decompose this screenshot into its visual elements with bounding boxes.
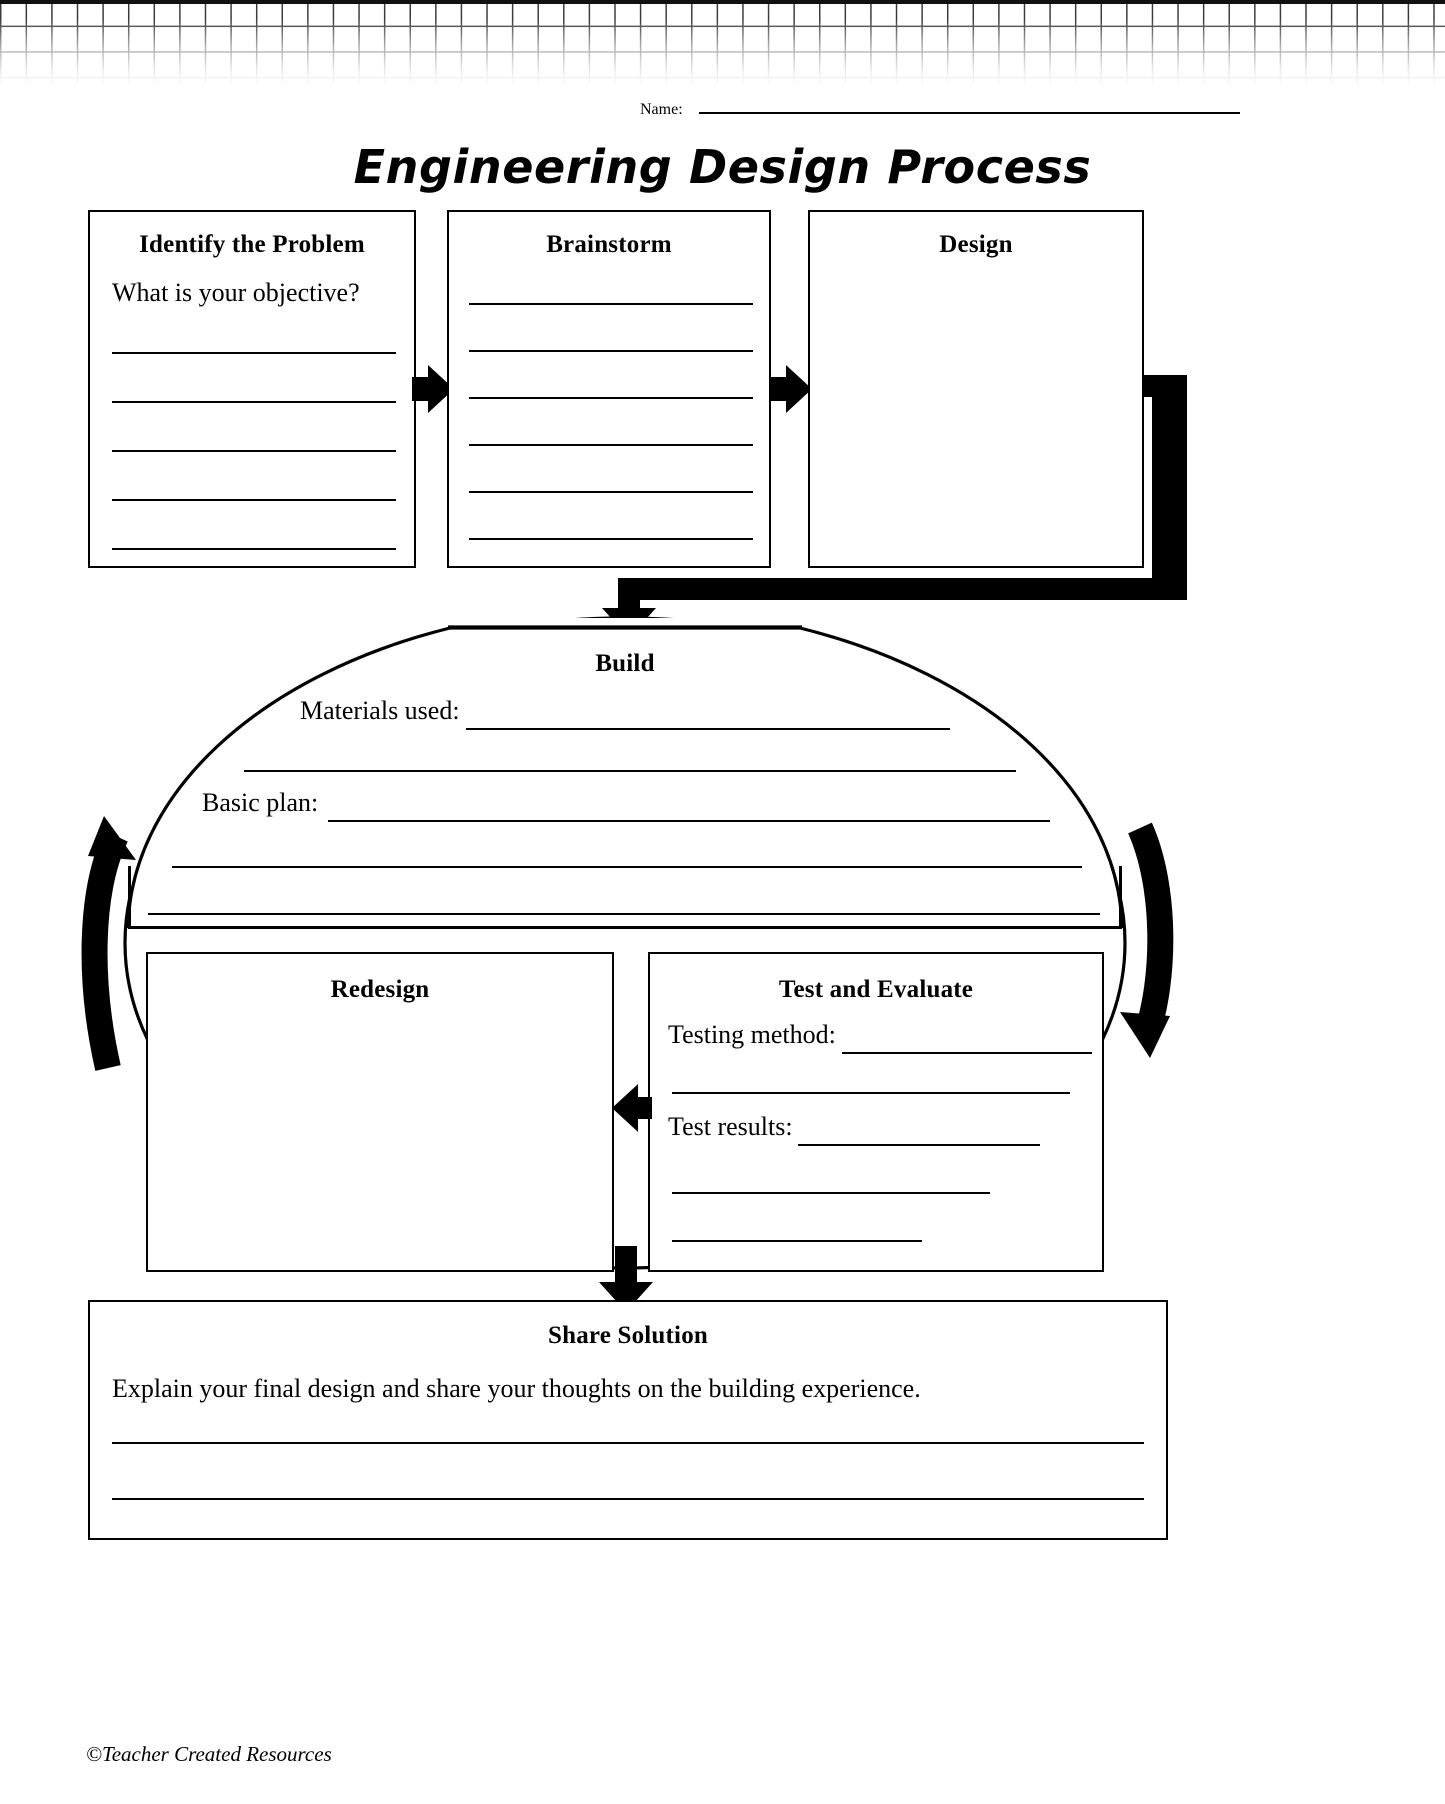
arrow-design-to-build-segment-left [618,578,1187,600]
grid-paper-band [0,0,1445,86]
test-results-label: Test results: [668,1112,793,1141]
build-panel-bottom-edge [128,926,1122,929]
redesign-title: Redesign [330,976,430,1003]
brainstorm-line[interactable] [469,350,753,352]
grid-top-rule [0,0,1445,4]
brainstorm-box: Brainstorm [447,210,771,568]
share-solution-box: Share Solution Explain your final design… [88,1300,1168,1540]
page-title: Engineering Design Process [353,140,1092,194]
brainstorm-line[interactable] [469,538,753,540]
arrow-to-share-shaft [615,1246,637,1288]
test-line[interactable] [672,1240,922,1242]
identify-line[interactable] [112,450,396,452]
test-line[interactable] [672,1192,990,1194]
identify-problem-box: Identify the Problem What is your object… [88,210,416,568]
brainstorm-line[interactable] [469,444,753,446]
build-box: Build Materials used: Basic plan: [128,628,1122,928]
name-label: Name: [640,101,683,118]
share-solution-prompt: Explain your final design and share your… [112,1374,921,1403]
build-panel-right-edge [1119,866,1122,928]
build-panel-left-edge [128,866,131,928]
identify-line[interactable] [112,548,396,550]
build-materials-label: Materials used: [300,696,460,725]
arrow-build-to-test-curved [1120,822,1174,1058]
test-results-line[interactable] [798,1144,1040,1146]
build-line[interactable] [172,866,1082,868]
testing-method-label: Testing method: [668,1020,836,1049]
build-materials-line[interactable] [466,728,950,730]
share-solution-line[interactable] [112,1442,1144,1444]
brainstorm-line[interactable] [469,397,753,399]
build-basic-plan-label: Basic plan: [202,788,319,817]
arrow-design-to-build-stem [618,578,640,615]
name-input-line[interactable] [698,92,1240,114]
testing-method-line[interactable] [842,1052,1092,1054]
arrow-design-to-build-segment-down [1152,375,1187,600]
brainstorm-title: Brainstorm [546,231,672,258]
identify-line[interactable] [112,352,396,354]
build-title: Build [595,650,655,677]
arrow-brainstorm-to-design-head [786,365,812,413]
test-evaluate-box: Test and Evaluate Testing method: Test r… [648,952,1104,1272]
design-title: Design [939,231,1013,258]
brainstorm-line[interactable] [469,303,753,305]
identify-problem-prompt: What is your objective? [112,278,360,307]
design-box[interactable]: Design [808,210,1144,568]
brainstorm-line[interactable] [469,491,753,493]
share-solution-title: Share Solution [547,1322,709,1349]
test-evaluate-title: Test and Evaluate [778,976,974,1003]
redesign-box[interactable]: Redesign [146,952,614,1272]
identify-problem-title: Identify the Problem [139,231,365,258]
share-solution-line[interactable] [112,1498,1144,1500]
arrow-test-to-redesign-head [612,1084,638,1132]
copyright-notice: ©Teacher Created Resources [86,1742,332,1766]
identify-line[interactable] [112,401,396,403]
build-line[interactable] [244,770,1016,772]
identify-line[interactable] [112,499,396,501]
build-line[interactable] [148,913,1100,915]
name-row: Name: [640,92,1240,126]
test-line[interactable] [672,1092,1070,1094]
arrow-test-to-redesign-shaft [636,1097,652,1119]
build-basic-plan-line[interactable] [328,820,1050,822]
